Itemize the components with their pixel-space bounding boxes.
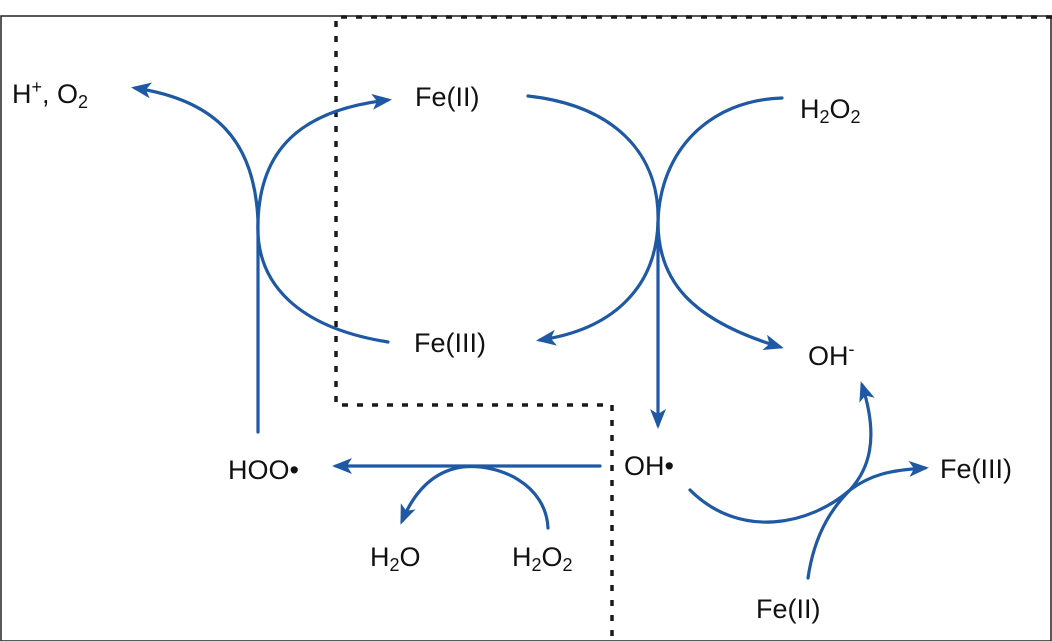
arrow-fe3-to-fe2 [256,93,392,344]
label-h2o2-top: H2O2 [800,94,861,127]
label-fe3-middle: Fe(III) [414,328,486,358]
arrow-h2o2-to-oh-minus [656,96,784,351]
label-fe2-top: Fe(II) [415,82,480,112]
label-h-plus-o2: H+, O2 [12,77,89,112]
arrow-fe2-to-fe3 [526,94,660,346]
arrow-h2o2-to-h2o [400,464,550,530]
label-hoo-radical: HOO• [228,455,299,485]
label-oh-radical: OH• [624,451,674,481]
label-h2o: H2O [370,542,421,575]
dotted-boundary-line [334,15,1052,641]
arrow-oh-radical-to-fe3 [688,460,929,524]
label-oh-minus: OH- [808,339,855,371]
label-fe2-bottom: Fe(II) [756,594,821,624]
arrow-fe2-to-oh-minus [806,381,875,580]
arrow-to-h-o2 [131,82,260,224]
label-h2o2-bottom: H2O2 [512,542,573,575]
label-fe3-right: Fe(III) [940,454,1012,484]
